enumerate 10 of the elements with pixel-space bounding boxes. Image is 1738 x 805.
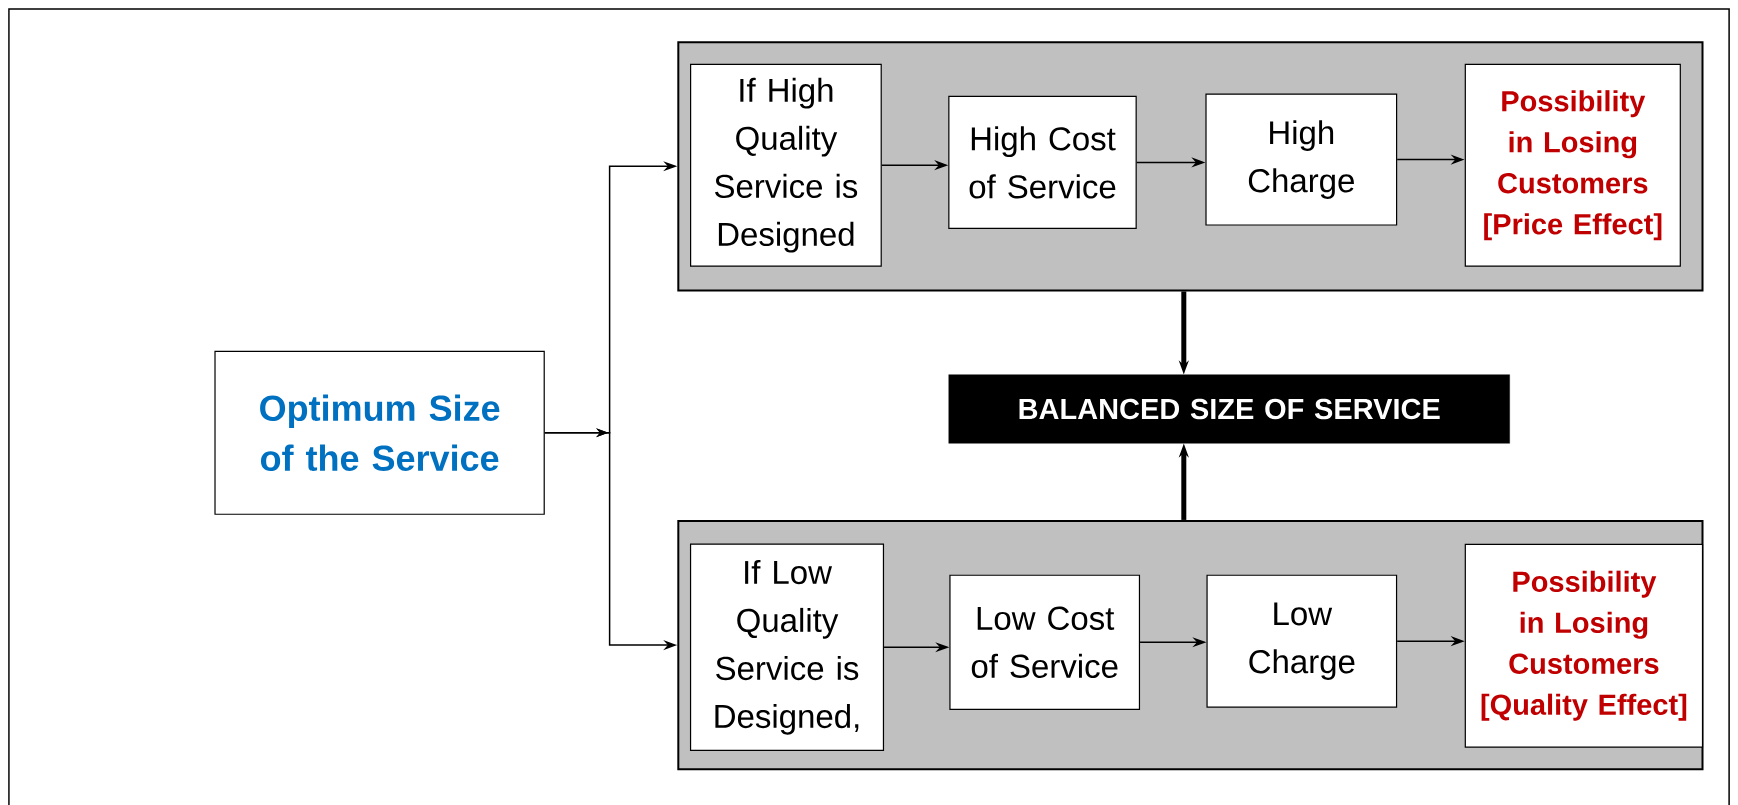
outcome-box: Possibility in Losing Customers [Quality Effect]: [1464, 543, 1704, 748]
process-box: If Low Quality Service is Designed,: [689, 543, 885, 751]
process-box: High Cost of Service: [948, 95, 1137, 229]
process-box: Low Charge: [1206, 574, 1398, 708]
outcome-box: Possibility in Losing Customers [Price Effect]: [1464, 63, 1681, 267]
process-box: Low Cost of Service: [949, 574, 1141, 710]
text-box: Optimum Size of the Service: [214, 350, 545, 515]
result-box: BALANCED SIZE OF SERVICE: [948, 374, 1510, 444]
process-box: High Charge: [1205, 93, 1398, 226]
process-box: If High Quality Service is Designed: [690, 63, 882, 267]
